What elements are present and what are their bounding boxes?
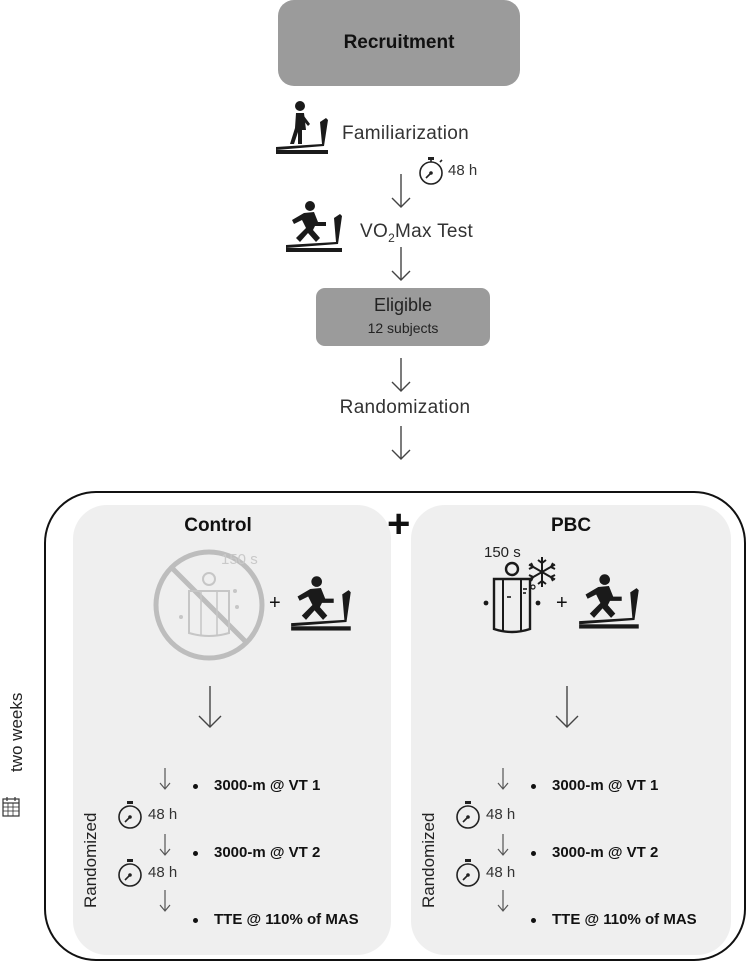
pbc-title: PBC xyxy=(550,515,592,536)
eligible-box: Eligible 12 subjects xyxy=(316,288,490,346)
control-duration: 150 s xyxy=(221,551,258,568)
control-panel: Control 150 s + Randomized 48 h xyxy=(73,505,391,955)
pbc-test-2: 3000-m @ VT 2 xyxy=(531,844,658,861)
pbc-randomized-label: Randomized xyxy=(419,812,438,908)
rest-48h-label: 48 h xyxy=(448,162,478,179)
bullet-dot xyxy=(531,783,536,789)
treadmill-runner-icon xyxy=(579,574,639,629)
small-down-arrow-icon xyxy=(497,768,509,790)
down-arrow-icon xyxy=(391,426,411,460)
control-test-1-label: 3000-m @ VT 1 xyxy=(214,777,321,794)
bullet-dot xyxy=(193,850,198,856)
recruitment-box: Recruitment xyxy=(278,0,520,86)
treadmill-walker-icon xyxy=(276,101,328,154)
recruitment-label: Recruitment xyxy=(343,32,455,53)
control-test-2-label: 3000-m @ VT 2 xyxy=(214,844,321,861)
familiarization-label: Familiarization xyxy=(342,123,469,144)
control-test-3-label: TTE @ 110% of MAS xyxy=(214,911,359,928)
small-down-arrow-icon xyxy=(159,890,171,912)
bullet-dot xyxy=(193,917,198,923)
bullet-dot xyxy=(531,850,536,856)
pbc-plus: + xyxy=(556,592,568,614)
pbc-test-1-label: 3000-m @ VT 1 xyxy=(552,777,659,794)
treadmill-runner-icon xyxy=(286,201,342,252)
control-rest-a: 48 h xyxy=(148,806,178,823)
pbc-test-1: 3000-m @ VT 1 xyxy=(531,777,658,794)
stopwatch-icon xyxy=(118,801,142,829)
pbc-test-3-label: TTE @ 110% of MAS xyxy=(552,911,697,928)
control-randomized-label: Randomized xyxy=(81,812,100,908)
calendar-icon xyxy=(2,797,20,817)
vo2max-prefix: VO xyxy=(360,221,389,242)
pbc-duration: 150 s xyxy=(484,544,521,561)
down-arrow-icon xyxy=(391,358,411,392)
study-container xyxy=(44,491,746,961)
snowflake-icon xyxy=(528,557,556,587)
no-cryo-cabin-icon xyxy=(153,549,265,661)
pbc-panel: PBC 150 s + xyxy=(411,505,731,955)
small-down-arrow-icon xyxy=(159,834,171,856)
down-arrow-icon xyxy=(555,686,579,728)
vo2max-suffix: Max Test xyxy=(395,221,474,242)
pbc-rest-b: 48 h xyxy=(486,864,516,881)
control-test-1: 3000-m @ VT 1 xyxy=(193,777,320,794)
bullet-dot xyxy=(193,783,198,789)
small-down-arrow-icon xyxy=(497,834,509,856)
control-test-3: TTE @ 110% of MAS xyxy=(193,911,359,928)
vo2max-subscript: 2 xyxy=(388,230,396,245)
eligible-count: 12 subjects xyxy=(367,320,439,336)
randomization-label: Randomization xyxy=(339,397,471,418)
stopwatch-icon xyxy=(118,859,142,887)
control-rest-b: 48 h xyxy=(148,864,178,881)
pbc-test-3: TTE @ 110% of MAS xyxy=(531,911,697,928)
down-arrow-icon xyxy=(198,686,222,728)
down-arrow-icon xyxy=(391,174,411,208)
small-down-arrow-icon xyxy=(159,768,171,790)
stopwatch-icon xyxy=(456,801,480,829)
small-down-arrow-icon xyxy=(497,890,509,912)
period-label: two weeks xyxy=(7,692,26,772)
pbc-rest-a: 48 h xyxy=(486,806,516,823)
pbc-test-2-label: 3000-m @ VT 2 xyxy=(552,844,659,861)
eligible-label: Eligible xyxy=(373,295,433,315)
control-plus: + xyxy=(269,592,281,614)
down-arrow-icon xyxy=(391,247,411,281)
stopwatch-icon xyxy=(419,157,443,185)
bullet-dot xyxy=(531,917,536,923)
treadmill-runner-icon xyxy=(291,576,351,631)
control-test-2: 3000-m @ VT 2 xyxy=(193,844,320,861)
control-title: Control xyxy=(184,515,252,536)
cryo-cabin-icon xyxy=(483,561,541,634)
plus-sign: + xyxy=(387,502,411,546)
vo2max-label: VO2Max Test xyxy=(360,221,473,245)
stopwatch-icon xyxy=(456,859,480,887)
